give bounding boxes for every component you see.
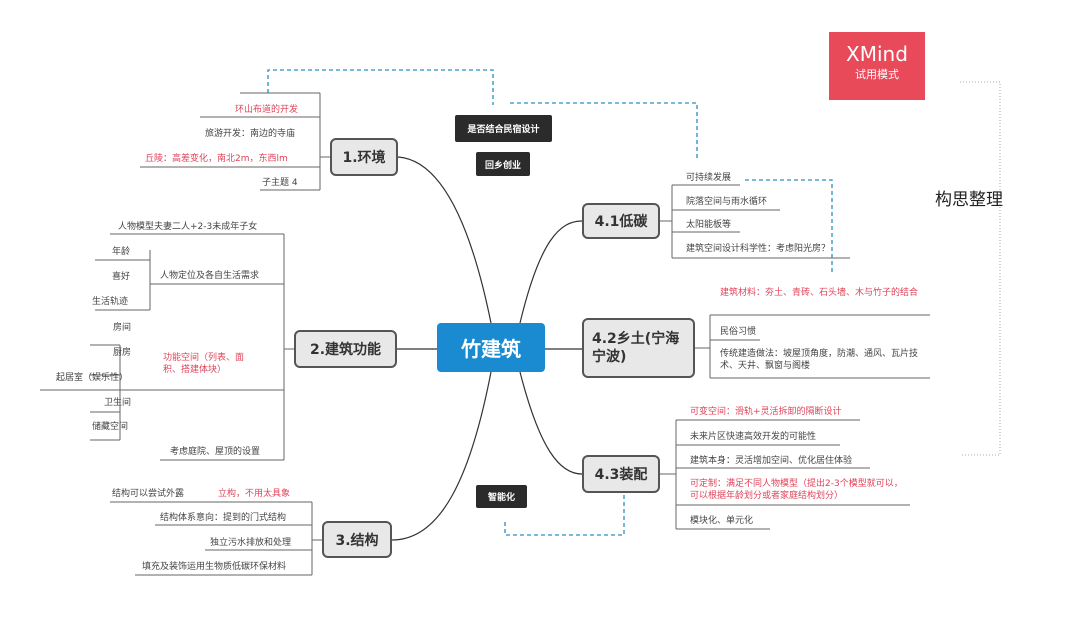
local-item[interactable]: 民俗习惯 (720, 327, 757, 337)
struct-note: 立构，不用太具象 (218, 489, 291, 499)
topic-function[interactable]: 2.建筑功能 (294, 330, 397, 368)
topic-structure[interactable]: 3.结构 (322, 521, 392, 558)
floating-minsu[interactable]: 是否结合民宿设计 (455, 115, 552, 142)
low-item[interactable]: 可持续发展 (686, 173, 732, 183)
assembly-item[interactable]: 建筑本身：灵活增加空间、优化居住体验 (690, 456, 853, 466)
xmind-logo: XMind 试用模式 (829, 32, 925, 100)
assembly-item[interactable]: 可变空间：滑轨+灵活拆卸的隔断设计 (690, 407, 842, 417)
persona-item[interactable]: 年龄 (112, 247, 131, 257)
floating-huixiang[interactable]: 回乡创业 (476, 152, 530, 176)
env-item[interactable]: 环山布道的开发 (235, 105, 299, 115)
persona-item[interactable]: 喜好 (112, 272, 131, 282)
env-item[interactable]: 旅游开发：南边的寺庙 (205, 129, 296, 139)
persona-item[interactable]: 生活轨迹 (92, 297, 129, 307)
env-item[interactable]: 子主题 4 (262, 178, 298, 188)
space-item[interactable]: 卫生间 (104, 398, 132, 408)
space-item[interactable]: 起居室（娱乐性） (56, 373, 129, 383)
low-item[interactable]: 建筑空间设计科学性：考虑阳光房？ (686, 244, 831, 254)
low-item[interactable]: 太阳能板等 (686, 220, 732, 230)
assembly-item[interactable]: 模块化、单元化 (690, 516, 754, 526)
central-topic[interactable]: 竹建筑 (437, 323, 545, 372)
low-item[interactable]: 院落空间与雨水循环 (686, 197, 768, 207)
struct-item[interactable]: 结构可以尝试外露 (112, 489, 185, 499)
side-label: 构思整理 (935, 190, 1003, 210)
topic-local[interactable]: 4.2乡土(宁海宁波) (582, 318, 695, 378)
env-item[interactable]: 丘陵：高差变化，南北2m，东西lm (145, 154, 288, 164)
space-item[interactable]: 厨房 (113, 348, 132, 358)
local-item[interactable]: 传统建造做法：坡屋顶角度，防潮、通风、瓦片技术、天井、飘窗与阁楼 (720, 349, 919, 371)
assembly-item[interactable]: 未来片区快速高效开发的可能性 (690, 432, 817, 442)
floating-smart[interactable]: 智能化 (476, 485, 527, 508)
func-model[interactable]: 人物模型夫妻二人+2-3未成年子女 (118, 222, 258, 232)
struct-item[interactable]: 独立污水排放和处理 (210, 538, 292, 548)
struct-item[interactable]: 填充及装饰运用生物质低碳环保材料 (142, 562, 287, 572)
logo-brand: XMind (846, 42, 908, 66)
logo-mode: 试用模式 (855, 68, 899, 81)
local-item[interactable]: 建筑材料：夯土、青砖、石头墙、木与竹子的结合 (720, 288, 919, 298)
space-item[interactable]: 房间 (113, 323, 132, 333)
struct-item[interactable]: 结构体系意向：提到的门式结构 (160, 513, 287, 523)
topic-assembly[interactable]: 4.3装配 (582, 455, 660, 493)
func-yard[interactable]: 考虑庭院、屋顶的设置 (170, 447, 261, 457)
assembly-item[interactable]: 可定制：满足不同人物模型（提出2-3个模型就可以，可以根据年龄划分或者家庭结构划… (690, 479, 903, 501)
topic-environment[interactable]: 1.环境 (330, 138, 398, 176)
space-item[interactable]: 储藏空间 (92, 422, 129, 432)
func-space[interactable]: 功能空间（列表、面积、搭建体块） (163, 353, 245, 375)
func-persona[interactable]: 人物定位及各自生活需求 (160, 271, 260, 281)
topic-low-carbon[interactable]: 4.1低碳 (582, 203, 660, 239)
